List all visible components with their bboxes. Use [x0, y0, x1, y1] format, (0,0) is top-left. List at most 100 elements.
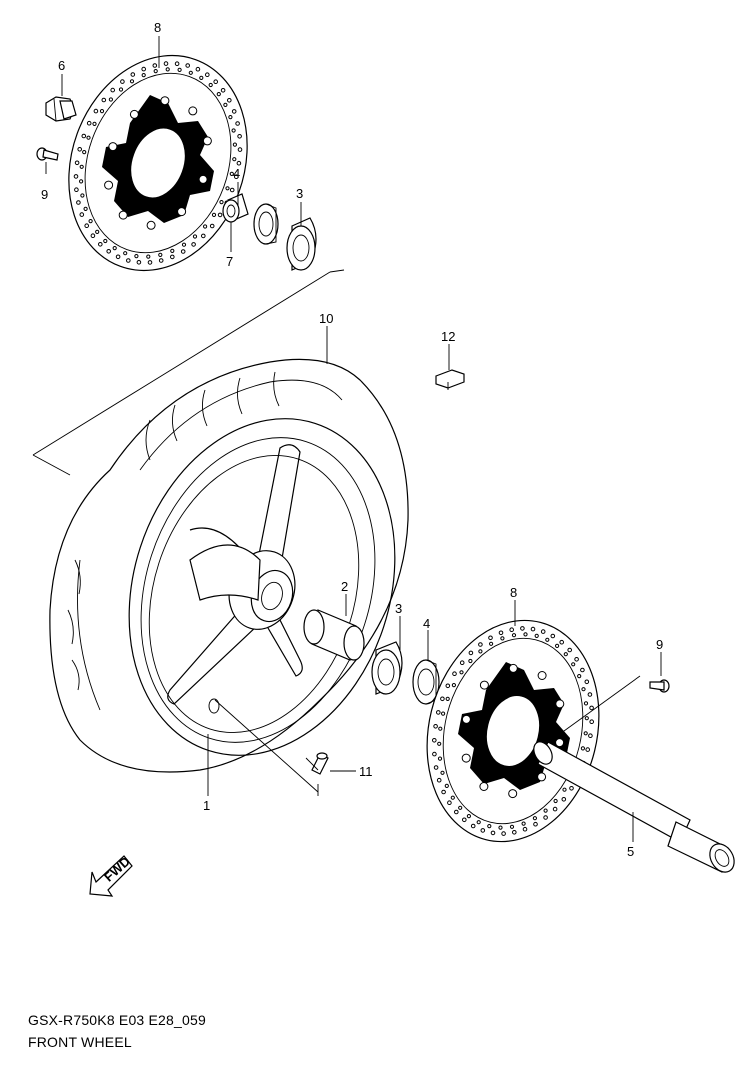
disc-hole [112, 246, 117, 251]
disc-hole [219, 200, 224, 205]
disc-hole [76, 200, 81, 205]
disc-bolt [177, 207, 187, 217]
disc-hole [437, 741, 442, 746]
disc-hole [441, 789, 446, 795]
brake-disc-upper [68, 54, 248, 272]
disc-hole [436, 777, 442, 783]
disc-hole [95, 229, 100, 234]
disc-hole [501, 831, 506, 836]
disc-bolt [508, 789, 518, 799]
disc-hole [134, 254, 139, 259]
callout-2: 2 [341, 579, 348, 594]
disc-hole [118, 87, 124, 92]
disc-screw-9-upper [36, 147, 59, 161]
disc-hole [234, 174, 239, 179]
disc-hole [223, 102, 228, 108]
disc-hole [553, 798, 558, 804]
disc-hole [468, 658, 473, 664]
disc-hole [74, 187, 79, 192]
disc-hole [512, 830, 517, 835]
disc-hole [438, 726, 443, 731]
disc-hole [180, 249, 186, 254]
disc-hole [523, 632, 528, 637]
disc-hole [509, 627, 515, 633]
disc-hole [170, 254, 175, 260]
disc-hole [191, 242, 196, 247]
disc-hole [237, 147, 243, 152]
disc-bolt [461, 753, 471, 763]
disc-hole [120, 79, 125, 84]
callout-labels: 8 6 9 4 3 7 10 12 2 8 3 4 9 11 1 5 [41, 20, 663, 859]
disc-hole [577, 674, 582, 679]
disc-hole [129, 79, 135, 84]
disc-hole [216, 92, 221, 97]
disc-hole [441, 711, 446, 716]
disc-hole [447, 800, 452, 806]
disc-hole [211, 212, 217, 217]
disc-hole [459, 660, 465, 666]
disc-hole [532, 816, 538, 821]
disc-hole [92, 121, 97, 127]
callout-11: 11 [359, 764, 373, 779]
disc-hole [444, 783, 449, 789]
disc-bolt [537, 772, 547, 782]
disc-hole [488, 635, 493, 641]
spacer-2 [303, 609, 365, 661]
disc-hole [174, 61, 180, 67]
disc-hole [520, 626, 525, 631]
disc-hole [498, 825, 503, 830]
disc-hole [192, 234, 198, 239]
callout-3-top: 3 [296, 186, 303, 201]
disc-hole [136, 260, 142, 265]
disc-hole [543, 815, 548, 820]
disc-bolt [555, 738, 565, 748]
disc-hole [583, 731, 588, 736]
disc-hole [237, 134, 242, 139]
disc-hole [450, 795, 455, 800]
disc-hole [232, 142, 237, 147]
disc-hole [158, 258, 164, 263]
callout-1: 1 [203, 798, 210, 813]
disc-hole [203, 224, 208, 229]
disc-hole [108, 97, 114, 102]
disc-hole [126, 258, 131, 263]
disc-hole [540, 629, 546, 634]
callout-10: 10 [319, 311, 333, 326]
disc-hole [545, 637, 550, 642]
disc-hole [432, 738, 437, 743]
disc-hole [437, 756, 443, 761]
disc-hole [522, 826, 528, 832]
disc-hole [82, 150, 87, 155]
disc-hole [98, 242, 103, 247]
disc-hole [584, 716, 589, 721]
model-code: GSX-R750K8 E03 E28_059 [28, 1012, 206, 1028]
disc-hole [476, 820, 481, 825]
disc-hole [153, 69, 158, 74]
disc-hole [217, 212, 223, 218]
disc-hole [170, 248, 175, 253]
disc-hole [584, 679, 590, 685]
disc-hole [232, 157, 237, 162]
callout-8-bottom: 8 [510, 585, 517, 600]
disc-hole [130, 72, 136, 77]
disc-bolt [108, 142, 118, 152]
disc-hole [195, 66, 201, 72]
disc-hole [90, 233, 96, 238]
disc-hole [177, 67, 182, 73]
balance-weight-12 [435, 369, 465, 390]
disc-hole [188, 70, 193, 75]
callout-4-bottom: 4 [423, 616, 430, 631]
disc-hole [574, 657, 579, 662]
section-title: FRONT WHEEL [28, 1034, 132, 1050]
disc-hole [561, 797, 567, 802]
disc-hole [581, 687, 586, 692]
disc-hole [562, 787, 567, 792]
disc-hole [511, 633, 517, 638]
disc-hole [80, 193, 85, 198]
disc-hole [587, 692, 593, 697]
disc-hole [229, 187, 235, 193]
disc-hole [543, 808, 548, 813]
disc-bolt [160, 96, 170, 106]
callout-3-bottom: 3 [395, 601, 402, 616]
callout-8-top: 8 [154, 20, 161, 35]
